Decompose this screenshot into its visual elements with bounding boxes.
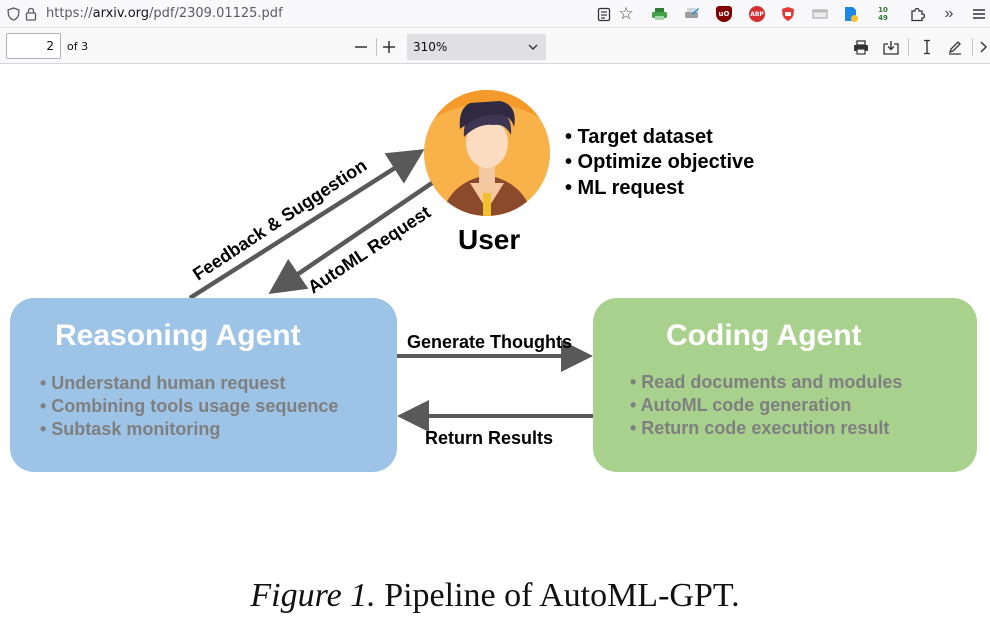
browser-url-bar: https://arxiv.org/pdf/2309.01125.pdf ☆ u… bbox=[0, 0, 990, 28]
reasoning-agent-box bbox=[10, 298, 397, 472]
ublock-icon[interactable]: uO bbox=[716, 6, 732, 22]
coding-agent-item: • AutoML code generation bbox=[630, 395, 851, 415]
reasoning-agent-item: • Combining tools usage sequence bbox=[40, 396, 338, 416]
coding-agent-item: • Return code execution result bbox=[630, 418, 889, 438]
user-item-ml-request: • ML request bbox=[565, 177, 684, 199]
chevron-down-icon bbox=[528, 34, 538, 70]
generate-thoughts-label: Generate Thoughts bbox=[407, 332, 572, 352]
automl-request-arrow bbox=[268, 181, 434, 295]
pdf-page: User • Target dataset • Optimize objecti… bbox=[0, 65, 990, 626]
figure-caption-text: Pipeline of AutoML-GPT. bbox=[375, 577, 740, 614]
url-path: /pdf/2309.01125.pdf bbox=[149, 6, 283, 21]
page-total-label: of 3 bbox=[67, 40, 89, 53]
pdf-toolbar: 2 of 3 310% bbox=[0, 29, 990, 64]
zoom-select[interactable]: 310% bbox=[407, 34, 546, 60]
feedback-arrow bbox=[188, 149, 425, 300]
shield-icon[interactable] bbox=[4, 5, 22, 23]
coding-agent-title: Coding Agent bbox=[666, 319, 862, 352]
download-button[interactable] bbox=[880, 36, 902, 58]
url-field[interactable]: https://arxiv.org/pdf/2309.01125.pdf bbox=[46, 6, 283, 21]
return-results-label: Return Results bbox=[425, 428, 553, 448]
toolbar-separator bbox=[908, 38, 909, 56]
privacy-badger-icon[interactable] bbox=[779, 5, 797, 23]
user-item-optimize-objective: • Optimize objective bbox=[565, 151, 754, 173]
figure-number: Figure 1. bbox=[250, 577, 376, 614]
automl-request-label: AutoML Request bbox=[304, 202, 434, 297]
draw-pen-icon[interactable] bbox=[944, 36, 966, 58]
overflow-chevrons-icon[interactable]: » bbox=[944, 5, 954, 22]
toolbar-separator bbox=[972, 38, 973, 56]
menu-hamburger-icon[interactable] bbox=[970, 5, 988, 23]
adblock-plus-icon[interactable]: ABP bbox=[749, 6, 765, 22]
zoom-out-button[interactable] bbox=[350, 36, 372, 58]
url-host: arxiv.org bbox=[92, 6, 150, 21]
url-scheme: https:// bbox=[46, 6, 93, 21]
printer-extension-icon[interactable] bbox=[650, 5, 668, 23]
reasoning-agent-title: Reasoning Agent bbox=[55, 319, 301, 352]
counter-top: 10 bbox=[878, 6, 888, 14]
extensions-puzzle-icon[interactable] bbox=[908, 5, 926, 23]
counter-extension-icon[interactable]: 10 49 bbox=[873, 5, 893, 23]
text-select-cursor-icon[interactable] bbox=[916, 36, 938, 58]
counter-bottom: 49 bbox=[878, 14, 888, 22]
reasoning-agent-item: • Understand human request bbox=[40, 373, 285, 393]
print-button[interactable] bbox=[850, 36, 872, 58]
page-number-input[interactable]: 2 bbox=[6, 33, 61, 59]
user-avatar bbox=[424, 90, 550, 216]
sidebar-expand-chevron-icon[interactable] bbox=[976, 36, 990, 58]
coding-agent-box bbox=[593, 298, 977, 472]
user-label: User bbox=[458, 224, 520, 255]
lock-icon[interactable] bbox=[22, 5, 40, 23]
zoom-in-button[interactable] bbox=[378, 36, 400, 58]
figure-caption: Figure 1. Pipeline of AutoML-GPT. bbox=[0, 577, 990, 615]
toolbar-separator bbox=[376, 38, 377, 56]
user-item-target-dataset: • Target dataset bbox=[565, 126, 713, 148]
bookmark-star-icon[interactable]: ☆ bbox=[618, 4, 634, 23]
document-extension-icon[interactable] bbox=[842, 5, 860, 23]
zoom-value: 310% bbox=[413, 40, 448, 54]
automl-gpt-pipeline-diagram: User • Target dataset • Optimize objecti… bbox=[10, 90, 977, 472]
reader-view-icon[interactable] bbox=[595, 5, 613, 23]
coding-agent-item: • Read documents and modules bbox=[630, 372, 902, 392]
print-edit-icon[interactable] bbox=[682, 5, 700, 23]
reasoning-agent-item: • Subtask monitoring bbox=[40, 419, 220, 439]
window-extension-icon[interactable] bbox=[811, 5, 829, 23]
